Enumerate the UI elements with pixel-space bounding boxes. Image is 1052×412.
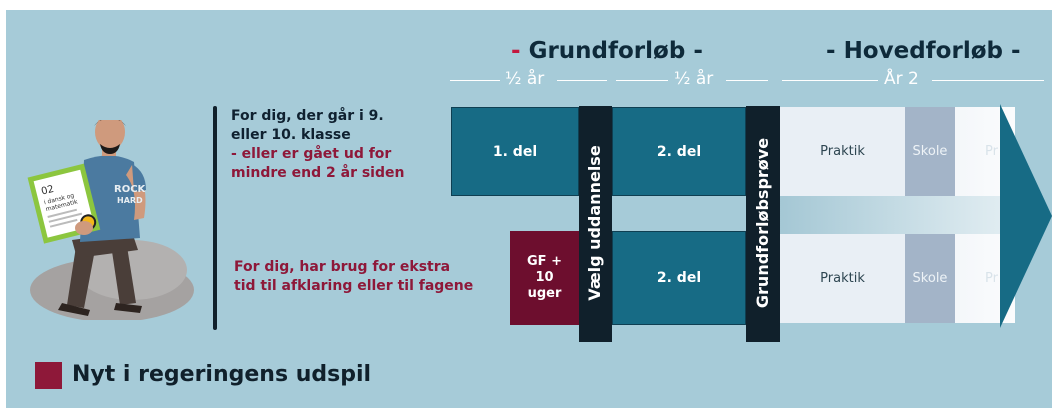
duration-line (616, 80, 668, 81)
header-hovedforloeb: - Hovedforløb - (826, 38, 1021, 64)
duration-label-1: ½ år (505, 69, 545, 89)
exam-bar (746, 106, 780, 342)
separator-line (213, 106, 217, 330)
bottom-part2-box: 2. del (612, 231, 746, 325)
duration-line (557, 80, 607, 81)
duration-line (450, 80, 500, 81)
choose-education-bar (579, 106, 612, 342)
header-dash: - (693, 38, 703, 64)
gf-line1: GF + (527, 254, 562, 269)
shirt-text-line2: HARD (117, 196, 143, 205)
certificate-number: 02 (40, 184, 55, 198)
header-grundforloeb: - Grundforløb - (511, 38, 703, 64)
choose-education-label: Vælg uddannelse (585, 145, 604, 301)
duration-label-2: ½ år (674, 69, 714, 89)
legend-swatch (35, 362, 62, 389)
duration-line (932, 80, 1044, 81)
top-part1-box: 1. del (451, 107, 579, 196)
top-skole-box: Skole (905, 107, 955, 196)
bottom-row-text-red-2: tid til afklaring eller til fagene (234, 278, 474, 294)
top-part2-box: 2. del (612, 107, 746, 196)
bottom-skole-box: Skole (905, 234, 955, 323)
bottom-praktik-box: Praktik (780, 234, 905, 323)
header-dash: - (826, 38, 836, 64)
exam-label: Grundforløbsprøve (753, 137, 772, 309)
duration-label-3: År 2 (884, 69, 919, 89)
top-praktik-box: Praktik (780, 107, 905, 196)
connector-band (760, 196, 1022, 234)
progress-arrow (1000, 104, 1052, 328)
header-grundforloeb-label: Grundforløb (528, 38, 686, 64)
top-row-text-red-2: mindre end 2 år siden (231, 165, 405, 181)
student-illustration: ROCK HARD 02 i dansk og matematik (27, 120, 194, 320)
gf-10-weeks-box: GF + 10 uger (510, 231, 579, 325)
shirt-text-line1: ROCK (114, 184, 147, 195)
header-hovedforloeb-label: Hovedforløb (843, 38, 1003, 64)
bottom-row-text-red-1: For dig, har brug for ekstra (234, 259, 451, 275)
legend-label: Nyt i regeringens udspil (72, 362, 372, 387)
top-row-text-1: For dig, der går i 9. (231, 108, 384, 124)
gf-line3: uger (527, 286, 562, 301)
top-row-text-red-1: - eller er gået ud for (231, 146, 392, 162)
header-dash-red: - (511, 38, 521, 64)
duration-line (726, 80, 768, 81)
header-dash: - (1010, 38, 1021, 64)
duration-line (782, 80, 878, 81)
top-row-text-2: eller 10. klasse (231, 127, 351, 143)
gf-line2: 10 (535, 270, 554, 285)
